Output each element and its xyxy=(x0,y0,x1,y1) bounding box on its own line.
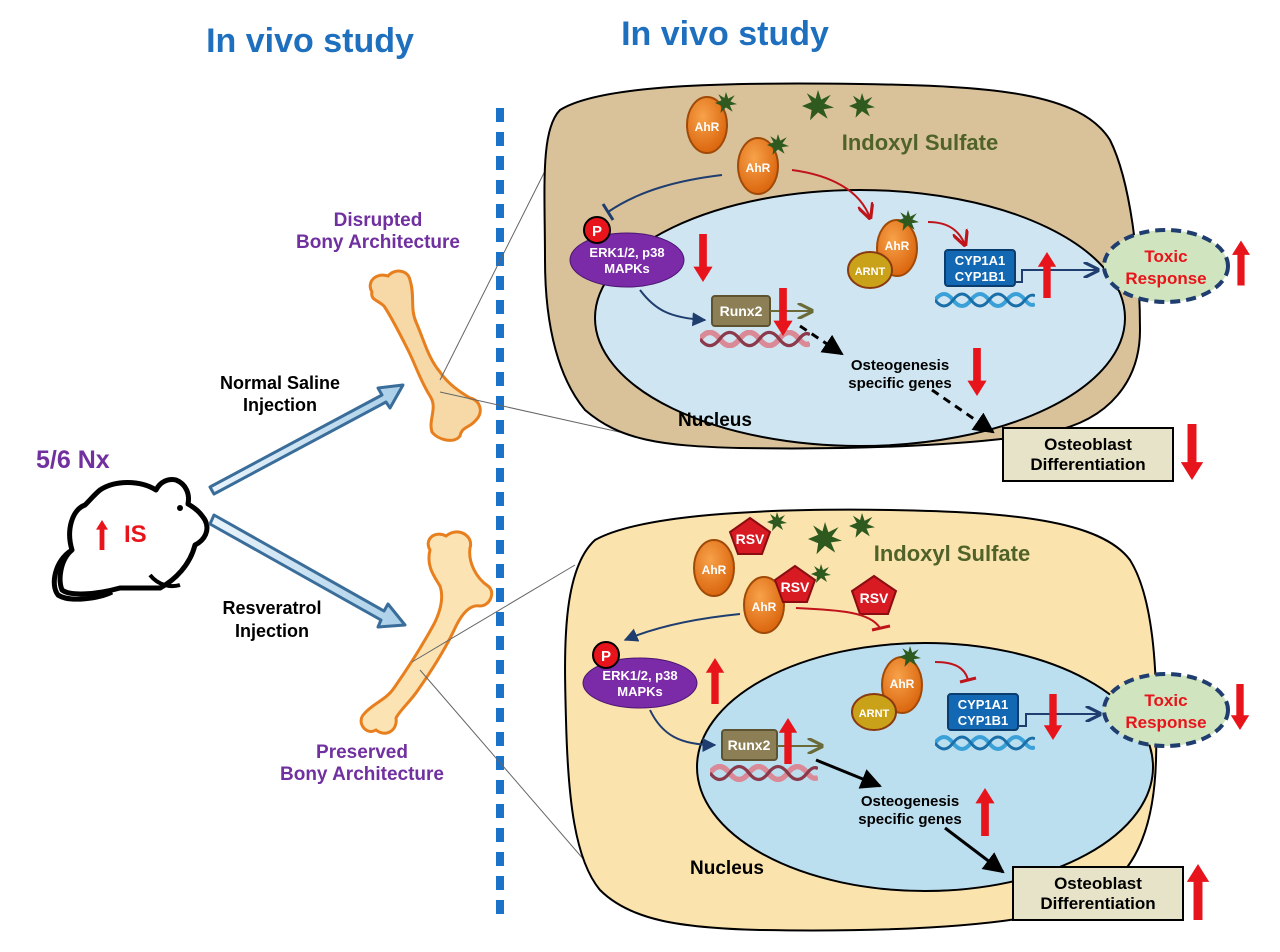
disrupted-bone-icon xyxy=(368,269,482,442)
bottom-erk-runx-arrow xyxy=(649,709,717,752)
ahr-label: AhR xyxy=(752,600,777,614)
top-diff-node: Osteoblast Differentiation xyxy=(1002,427,1174,482)
top-inhibit-bar xyxy=(601,203,615,221)
top-erk-runx-arrow xyxy=(639,289,707,327)
ahr-label: AhR xyxy=(746,161,771,175)
disrupted-label-1: Disrupted xyxy=(334,210,423,231)
cyp-label-1: CYP1A1 xyxy=(955,253,1006,268)
top-activate-arrow xyxy=(791,169,870,218)
cyp-label-2: CYP1B1 xyxy=(955,269,1006,284)
saline-label-2: Injection xyxy=(243,395,317,415)
arnt-label: ARNT xyxy=(855,266,886,278)
resveratrol-label-2: Injection xyxy=(235,621,309,641)
bottom-toxic-node: Toxic Response xyxy=(1102,672,1230,748)
rat-icon: IS xyxy=(51,477,210,602)
top-toxic-up-arrow-icon xyxy=(1232,240,1250,286)
erk-label-1: ERK1/2, p38 xyxy=(602,668,677,683)
toxic-label-2: Response xyxy=(1125,269,1206,288)
ahr-label: AhR xyxy=(695,120,720,134)
top-inhibit-erk-line xyxy=(607,174,723,213)
bottom-diff-up-arrow-icon xyxy=(1186,864,1210,920)
top-osteo-label-2: specific genes xyxy=(848,375,951,392)
disrupted-label-2: Bony Architecture xyxy=(296,232,460,253)
top-diff-down-arrow-icon xyxy=(1180,424,1204,480)
saline-arrow-icon xyxy=(208,383,405,496)
bottom-activate-erk-arrow xyxy=(623,613,741,642)
rsv-label: RSV xyxy=(781,579,810,595)
bottom-ahr-cyp-inhibit-line xyxy=(934,661,969,681)
top-runx2-node: Runx2 xyxy=(700,295,812,346)
top-dashed-arrow-1 xyxy=(799,324,844,356)
bottom-osteo-label-1: Osteogenesis xyxy=(861,793,959,810)
preserved-label-2: Bony Architecture xyxy=(280,764,444,785)
rsv-label: RSV xyxy=(736,531,765,547)
top-ahr-1: AhR xyxy=(686,92,737,154)
arnt-label: ARNT xyxy=(859,708,890,720)
bottom-inhibit-line xyxy=(795,607,881,629)
bottom-ahr-2: AhR RSV xyxy=(743,564,831,634)
top-nucleus-label: Nucleus xyxy=(678,410,752,431)
is-marker: IS xyxy=(124,521,147,548)
toxic-label-1: Toxic xyxy=(1144,247,1187,266)
toxic-label-2: Response xyxy=(1125,713,1206,732)
phospho-label: P xyxy=(592,223,602,240)
rsv-label: RSV xyxy=(860,590,889,606)
top-osteo-label-1: Osteogenesis xyxy=(851,357,949,374)
bottom-ahr-cyp-inhibit-bar xyxy=(959,676,977,684)
bottom-cyp-node: CYP1A1 CYP1B1 xyxy=(935,693,1100,751)
ahr-label: AhR xyxy=(702,563,727,577)
erk-label-1: ERK1/2, p38 xyxy=(589,245,664,260)
runx2-label: Runx2 xyxy=(720,303,763,319)
top-dashed-arrow-2 xyxy=(931,388,995,434)
header-left: In vivo study xyxy=(206,22,414,60)
diff-label-1: Osteoblast xyxy=(1054,874,1142,893)
cyp-label-1: CYP1A1 xyxy=(958,697,1009,712)
bottom-ahr-1: AhR RSV xyxy=(693,512,787,597)
bottom-solid-arrow-2 xyxy=(944,826,1005,874)
top-cyp-node: CYP1A1 CYP1B1 xyxy=(935,249,1098,308)
bottom-indoxyl-label: Indoxyl Sulfate xyxy=(874,541,1030,566)
top-erk-node: ERK1/2, p38 MAPKs P xyxy=(569,216,685,288)
preserved-bone-icon xyxy=(359,530,494,735)
diff-label-2: Differentiation xyxy=(1030,455,1145,474)
top-nucleus xyxy=(594,189,1126,447)
diff-label-2: Differentiation xyxy=(1040,894,1155,913)
resveratrol-arrow-icon xyxy=(208,513,407,629)
bottom-inhibit-bar xyxy=(871,624,891,632)
header-right: In vivo study xyxy=(621,15,829,53)
saline-label-1: Normal Saline xyxy=(220,373,340,393)
top-ahr-cyp-arrow xyxy=(927,221,965,245)
toxic-label-1: Toxic xyxy=(1144,691,1187,710)
phospho-label: P xyxy=(601,648,611,665)
erk-label-2: MAPKs xyxy=(604,261,650,276)
bottom-toxic-down-arrow-icon xyxy=(1230,684,1250,730)
zoom-lines-bottom xyxy=(411,564,611,891)
cyp-label-2: CYP1B1 xyxy=(958,713,1009,728)
bottom-free-rsv: RSV xyxy=(850,574,898,615)
bottom-nucleus xyxy=(696,642,1154,892)
top-toxic-node: Toxic Response xyxy=(1102,228,1230,304)
bottom-ahr-arnt-complex: AhR ARNT xyxy=(851,646,923,731)
bottom-erk-node: ERK1/2, p38 MAPKs P xyxy=(582,641,698,709)
top-ahr-arnt-complex: AhR ARNT xyxy=(847,210,919,289)
resveratrol-label-1: Resveratrol xyxy=(222,598,321,618)
preserved-label-1: Preserved xyxy=(316,742,408,763)
ahr-label: AhR xyxy=(890,677,915,691)
runx2-label: Runx2 xyxy=(728,737,771,753)
ahr-label: AhR xyxy=(885,239,910,253)
bottom-diff-node: Osteoblast Differentiation xyxy=(1012,866,1184,921)
diff-label-1: Osteoblast xyxy=(1044,435,1132,454)
erk-label-2: MAPKs xyxy=(617,684,663,699)
model-label: 5/6 Nx xyxy=(36,446,110,474)
bottom-solid-arrow-1 xyxy=(815,758,882,789)
top-indoxyl-label: Indoxyl Sulfate xyxy=(842,130,998,155)
top-ahr-2: AhR xyxy=(737,134,789,195)
bottom-nucleus-label: Nucleus xyxy=(690,858,764,879)
bottom-osteo-label-2: specific genes xyxy=(858,811,961,828)
